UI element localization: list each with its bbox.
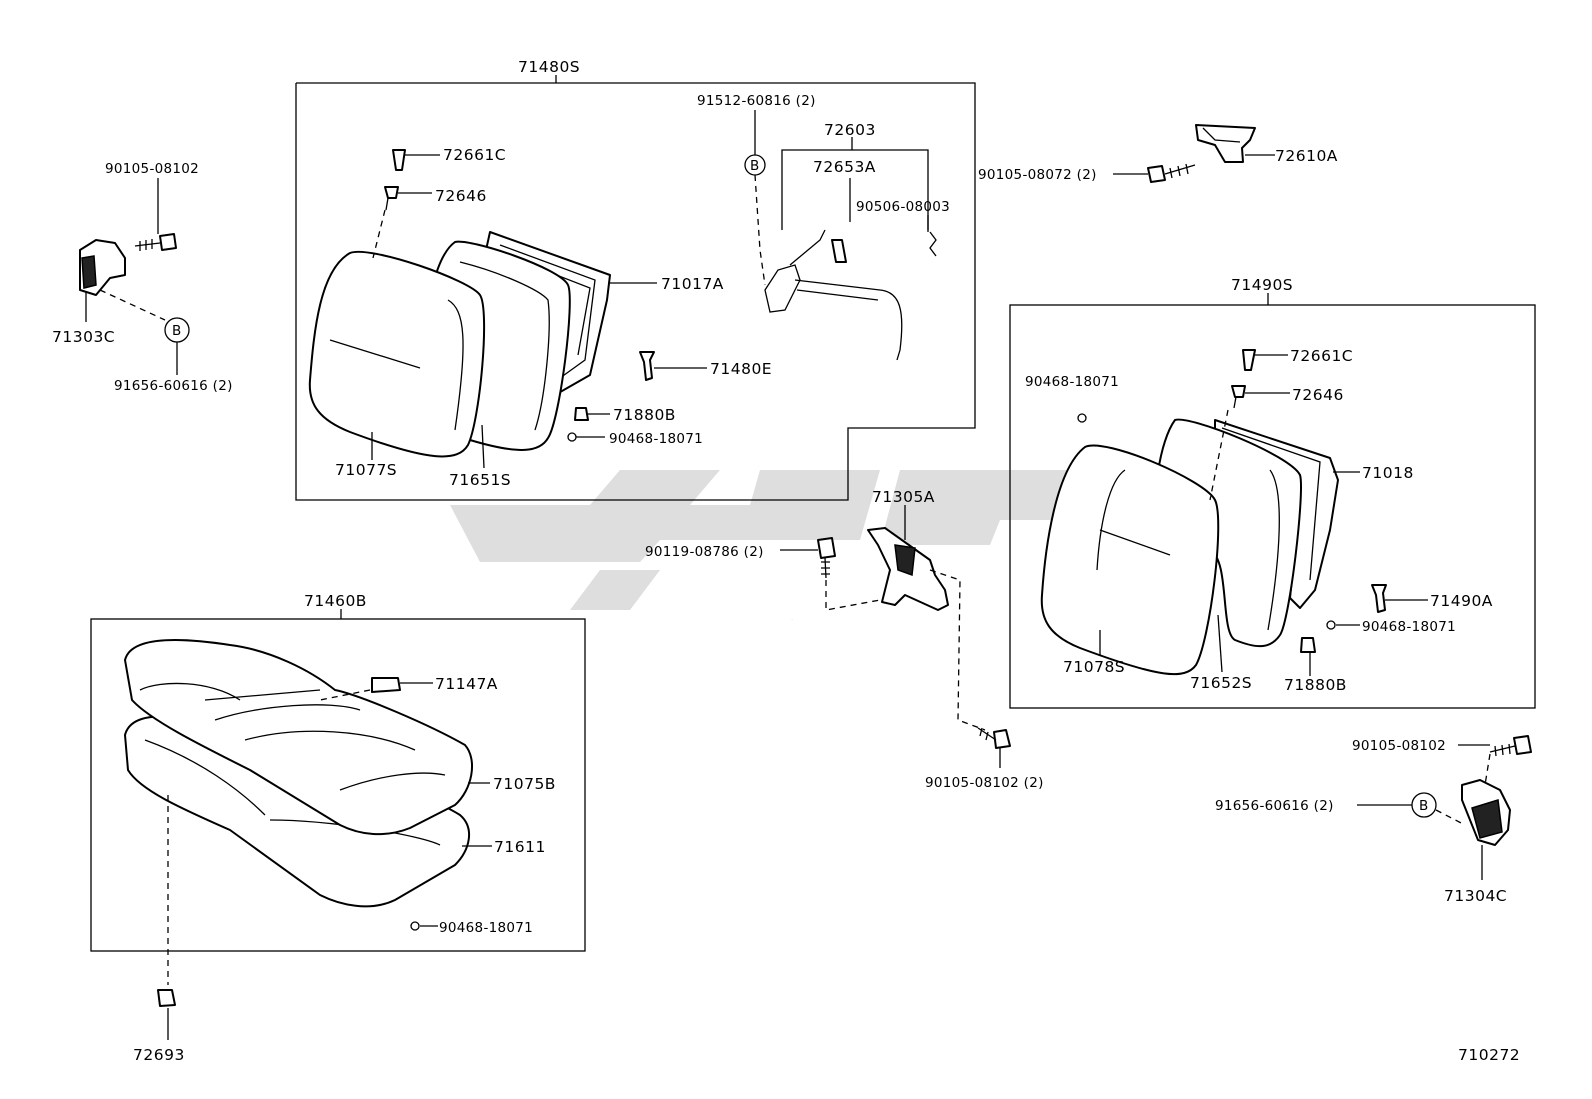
dashed-leader	[825, 580, 881, 611]
label-71652s: 71652S	[1190, 674, 1252, 692]
label-71651s: 71651S	[449, 471, 511, 489]
bolt-90105-08102-left	[134, 233, 177, 251]
label-90468-18071-right: 90468-18071	[1362, 619, 1456, 635]
dashed-leader	[1209, 409, 1229, 501]
label-72603: 72603	[824, 121, 876, 139]
label-71490a: 71490A	[1430, 592, 1493, 610]
clip-71880b-right	[1300, 637, 1316, 653]
label-71880b-right: 71880B	[1284, 676, 1347, 694]
leader-lines-left	[371, 110, 929, 469]
figure-number: 710272	[1458, 1046, 1520, 1064]
label-71480e: 71480E	[710, 360, 772, 378]
ring-90468-cushion	[410, 921, 420, 931]
right-seatback-cover-71078s	[1040, 444, 1220, 676]
label-90468-18071-right-top: 90468-18071	[1025, 374, 1119, 390]
label-71304c: 71304C	[1444, 887, 1507, 905]
clip-71880b-left	[574, 407, 589, 421]
hook-72693	[157, 989, 176, 1007]
hinge-71303c	[79, 239, 126, 296]
label-90468-18071-left: 90468-18071	[609, 431, 703, 447]
label-90105-08072: 90105-08072 (2)	[978, 167, 1097, 183]
label-72653a: 72653A	[813, 158, 876, 176]
ring-90468-right	[1326, 620, 1336, 630]
group-label-71480s: 71480S	[518, 58, 580, 76]
group-label-71460b: 71460B	[304, 592, 367, 610]
bolt-90119-08786	[817, 537, 836, 579]
group-label-71490s: 71490S	[1231, 276, 1293, 294]
label-71017a: 71017A	[661, 275, 724, 293]
watermark-logo: تیبا یدک	[450, 470, 1130, 621]
dashed-leader	[372, 209, 386, 259]
leader-lines-right	[1099, 354, 1428, 676]
dashed-leader	[1435, 809, 1466, 826]
headrest-support-72646-right	[1231, 385, 1246, 409]
label-71611: 71611	[494, 838, 546, 856]
bolt-90105-08102-mid	[977, 727, 1011, 749]
hinge-72610a	[1195, 124, 1256, 163]
dashed-leader	[929, 569, 986, 731]
label-90506-08003: 90506-08003	[856, 199, 950, 215]
ref-marker-b-top-label: B	[750, 158, 760, 174]
label-90119-08786: 90119-08786 (2)	[645, 544, 764, 560]
headrest-guide-72661c-left	[392, 149, 406, 171]
label-91656-60616-right: 91656-60616 (2)	[1215, 798, 1334, 814]
label-72646-left: 72646	[435, 187, 487, 205]
leader-lines-cushion	[400, 682, 492, 927]
bracket-71147a	[371, 677, 401, 693]
left-seatback-cover-71077s	[308, 250, 486, 458]
label-72693: 72693	[133, 1046, 185, 1064]
label-91512-60816: 91512-60816 (2)	[697, 93, 816, 109]
ring-90468-right-top	[1077, 413, 1087, 423]
dashed-leader	[319, 689, 371, 701]
label-90105-08102-right: 90105-08102	[1352, 738, 1446, 754]
label-71880b-left: 71880B	[613, 406, 676, 424]
bolt-90105-08102-right	[1489, 735, 1532, 757]
bracket-71305a	[867, 527, 949, 611]
pin-71480e	[639, 351, 655, 381]
label-90105-08102-mid: 90105-08102 (2)	[925, 775, 1044, 791]
label-91656-60616-left: 91656-60616 (2)	[114, 378, 233, 394]
label-71018: 71018	[1362, 464, 1414, 482]
label-71075b: 71075B	[493, 775, 556, 793]
label-72661c-left: 72661C	[443, 146, 506, 164]
dashed-leader	[1484, 753, 1491, 786]
headrest-support-72646-left	[384, 186, 399, 211]
group-box-cushion: 71460B	[90, 592, 586, 952]
release-cable-assembly-72603	[764, 229, 937, 361]
headrest-guide-72661c-right	[1242, 349, 1256, 371]
label-71077s: 71077S	[335, 461, 397, 479]
label-71147a: 71147A	[435, 675, 498, 693]
label-72661c-right: 72661C	[1290, 347, 1353, 365]
label-72610a: 72610A	[1275, 147, 1338, 165]
pin-71490a	[1371, 584, 1387, 613]
group-box-back-left: 71480S	[295, 58, 976, 501]
watermark-text: تیبا یدک	[790, 618, 794, 621]
seat-cushion-cover-71075b	[124, 639, 473, 836]
ref-marker-b-left-label: B	[172, 323, 182, 339]
hinge-71304c	[1461, 779, 1511, 846]
dashed-leader	[754, 174, 766, 286]
ring-90468-left	[567, 432, 577, 442]
label-90105-08102-topleft: 90105-08102	[105, 161, 199, 177]
ref-marker-b-right	[1411, 792, 1437, 818]
label-72646-right: 72646	[1292, 386, 1344, 404]
ref-marker-b-right-label: B	[1419, 798, 1429, 814]
bolt-90105-08072	[1147, 163, 1196, 183]
label-71303c: 71303C	[52, 328, 115, 346]
label-90468-18071-cushion: 90468-18071	[439, 920, 533, 936]
label-71305a: 71305A	[872, 488, 935, 506]
group-box-back-right: 71490S	[1009, 276, 1536, 709]
label-71078s: 71078S	[1063, 658, 1125, 676]
dashed-leader	[99, 289, 166, 321]
